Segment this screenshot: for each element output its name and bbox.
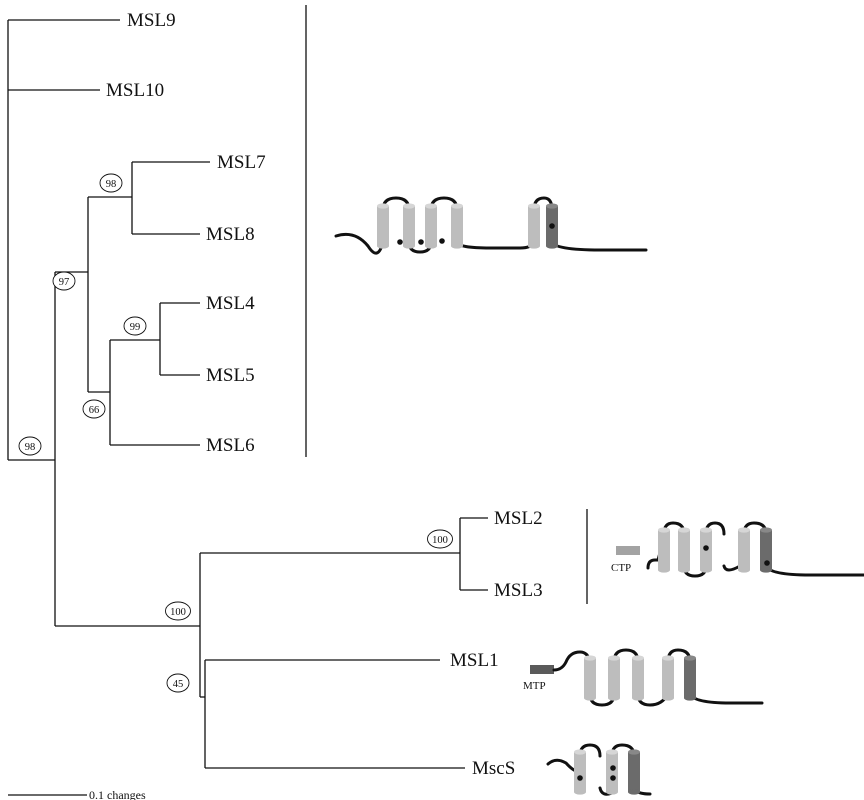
svg-text:97: 97	[59, 277, 70, 288]
svg-text:100: 100	[432, 535, 448, 546]
svg-text:100: 100	[170, 607, 186, 618]
topology-msl2-msl3: CTP	[611, 523, 864, 576]
tree-branches	[8, 20, 488, 768]
leaf-mscs: MscS	[472, 758, 515, 779]
svg-text:98: 98	[25, 442, 36, 453]
leaf-msl7: MSL7	[217, 152, 266, 173]
bootstrap-msl2-mscs: 100	[166, 602, 191, 620]
svg-text:98: 98	[106, 179, 117, 190]
ctp-label: CTP	[611, 562, 631, 574]
bootstrap-msl4-msl5: 99	[124, 317, 146, 335]
bootstrap-msl4-msl6: 66	[83, 400, 105, 418]
bootstrap-msl1-mscs: 45	[167, 674, 189, 692]
leaf-msl6: MSL6	[206, 435, 255, 456]
topology-mscs	[548, 745, 650, 795]
svg-text:66: 66	[89, 405, 100, 416]
svg-text:45: 45	[173, 679, 184, 690]
topology-msl1: MTP	[523, 650, 762, 705]
leaf-msl2: MSL2	[494, 508, 543, 529]
svg-text:99: 99	[130, 322, 141, 333]
bootstrap-msl2-msl3: 100	[428, 530, 453, 548]
bootstrap-msl7-msl6: 97	[53, 272, 75, 290]
topology-msl4-10	[336, 198, 646, 253]
mtp-box	[530, 665, 554, 674]
scale-bar: 0.1 changes	[8, 788, 146, 800]
ctp-box	[616, 546, 640, 555]
leaf-labels: MSL9 MSL10 MSL7 MSL8 MSL4 MSL5 MSL6 MSL2…	[106, 10, 543, 779]
bootstrap-root: 98	[19, 437, 41, 455]
mtp-label: MTP	[523, 680, 546, 692]
leaf-msl4: MSL4	[206, 293, 255, 314]
leaf-msl3: MSL3	[494, 580, 543, 601]
scale-bar-label: 0.1 changes	[89, 788, 146, 800]
leaf-msl5: MSL5	[206, 365, 255, 386]
bootstrap-values: 98 99 66 97 98 100 100 45	[19, 174, 453, 692]
leaf-msl1: MSL1	[450, 650, 499, 671]
leaf-msl10: MSL10	[106, 80, 164, 101]
bootstrap-msl7-msl8: 98	[100, 174, 122, 192]
leaf-msl9: MSL9	[127, 10, 176, 31]
leaf-msl8: MSL8	[206, 224, 255, 245]
